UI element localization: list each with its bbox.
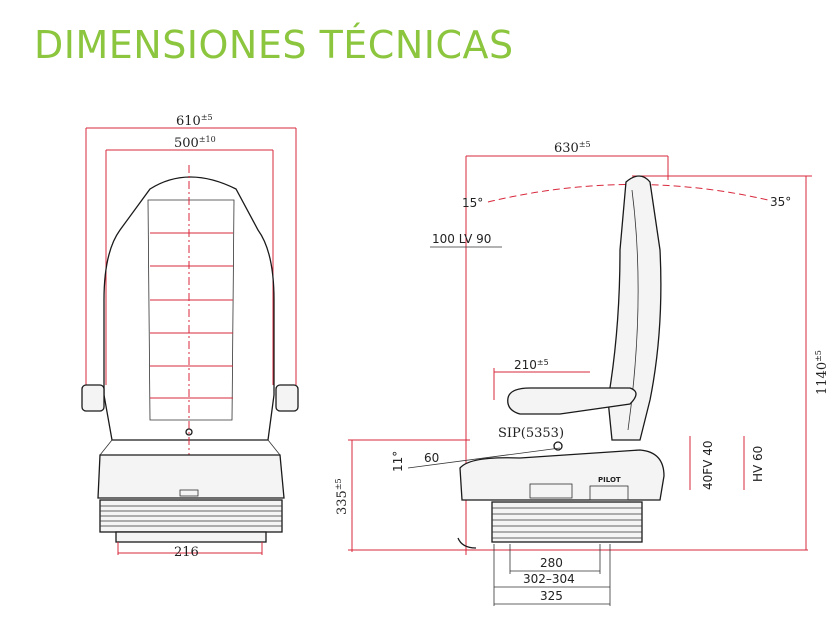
front-seat-badge: [179, 489, 199, 497]
dim-216: 216: [174, 545, 199, 560]
hv-label: HV 60: [751, 446, 765, 482]
cushion-angle: 11°: [391, 451, 405, 472]
sip-label: SIP(5353): [498, 426, 564, 441]
brand-label: PILOT: [598, 476, 621, 484]
front-center-marker: [185, 428, 193, 436]
angle-15: 15°: [462, 196, 483, 210]
side-backrest: [607, 175, 662, 441]
recline-arc: [487, 183, 769, 203]
dim-302: 302–304: [523, 572, 575, 586]
front-armrest-left: [81, 384, 105, 412]
side-view: 630±5 15° 35° 100 LV 90 1140±5 210±5 SIP…: [334, 140, 830, 606]
fv-label: 40FV 40: [701, 441, 715, 490]
dim-280: 280: [540, 556, 563, 570]
lumbar-label: 100 LV 90: [432, 232, 491, 246]
dim-1140: 1140±5: [814, 350, 830, 395]
sip-marker: [553, 441, 563, 451]
side-suspension-bellows: [457, 501, 643, 549]
dim-325: 325: [540, 589, 563, 603]
dim-610: 610±5: [176, 113, 213, 129]
side-seat-cushion: [459, 449, 665, 501]
side-armrest: [507, 387, 637, 415]
front-seat-cushion: [97, 454, 285, 499]
cushion-angle-line: [407, 447, 561, 469]
dim-335: 335±5: [334, 478, 350, 515]
front-view: 610±5 500±10: [81, 113, 299, 560]
front-backrest-panel: [147, 199, 235, 421]
cushion-travel: 60: [424, 451, 439, 465]
front-suspension-bellows: [99, 499, 283, 543]
front-backrest-outline: [103, 176, 275, 441]
dim-210: 210±5: [514, 358, 549, 372]
dim-630: 630±5: [554, 140, 591, 156]
front-armrest-right: [275, 384, 299, 412]
side-control-panel: [529, 483, 573, 499]
page-title: DIMENSIONES TÉCNICAS: [34, 23, 514, 67]
angle-35: 35°: [770, 195, 791, 209]
front-rib-lines: [150, 232, 233, 399]
front-seat-sides: [99, 439, 281, 456]
side-control-buttons: [589, 485, 629, 501]
dim-500: 500±10: [174, 135, 216, 151]
